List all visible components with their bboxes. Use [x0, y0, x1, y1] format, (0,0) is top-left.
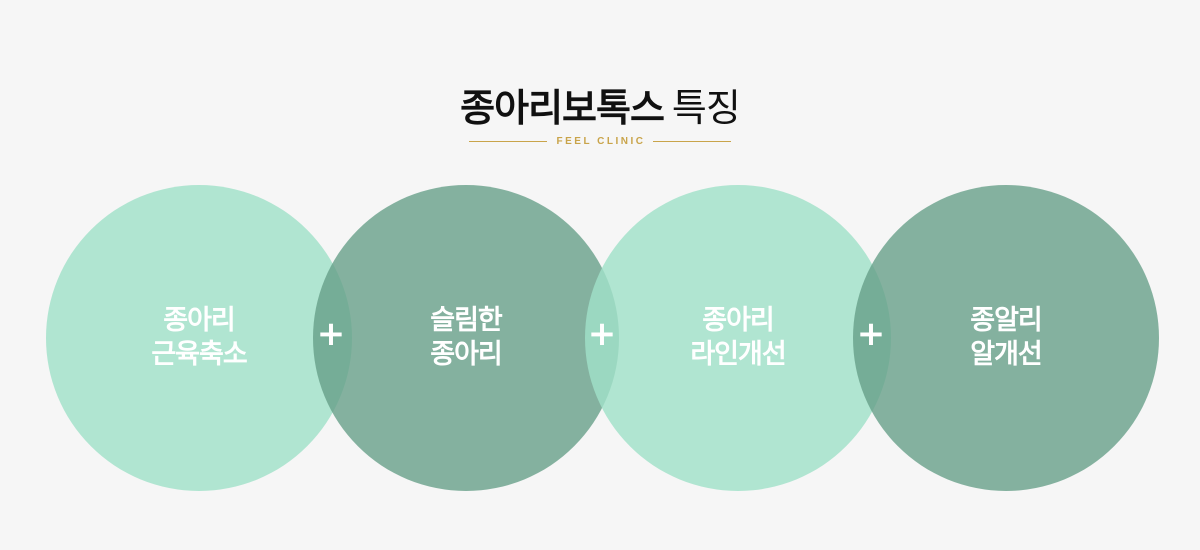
feature-circle-4-line2: 알개선: [970, 339, 1043, 370]
feature-circle-4-text: 종알리 알개선: [970, 304, 1043, 372]
feature-circle-2-text: 슬림한 종아리: [430, 304, 503, 372]
feature-circle-4: 종알리 알개선: [853, 185, 1159, 491]
feature-circle-2: 슬림한 종아리: [313, 185, 619, 491]
title-light: 특징: [671, 86, 741, 130]
feature-circle-2-line2: 종아리: [430, 339, 503, 370]
feature-circle-3-text: 종아리 라인개선: [690, 304, 786, 372]
subtitle-row: FEEL CLINIC: [0, 133, 1200, 149]
feature-circle-4-line1: 종알리: [970, 305, 1043, 336]
brand-subtitle: FEEL CLINIC: [556, 135, 646, 147]
feature-circle-1-text: 종아리 근육축소: [151, 304, 247, 372]
plus-icon: +: [316, 314, 346, 354]
feature-circle-3-line1: 종아리: [702, 305, 775, 336]
feature-circle-2-line1: 슬림한: [430, 305, 503, 336]
subtitle-divider-right: [653, 140, 732, 142]
subtitle-divider-left: [468, 140, 547, 142]
title-bold: 종아리보톡스: [460, 86, 665, 130]
feature-circle-3-line2: 라인개선: [690, 339, 786, 370]
feature-circle-1: 종아리 근육축소: [46, 185, 352, 491]
feature-circle-1-line2: 근육축소: [151, 339, 247, 370]
plus-icon: +: [856, 314, 886, 354]
feature-circle-3: 종아리 라인개선: [585, 185, 891, 491]
feature-circle-1-line1: 종아리: [163, 305, 236, 336]
plus-icon: +: [587, 314, 617, 354]
